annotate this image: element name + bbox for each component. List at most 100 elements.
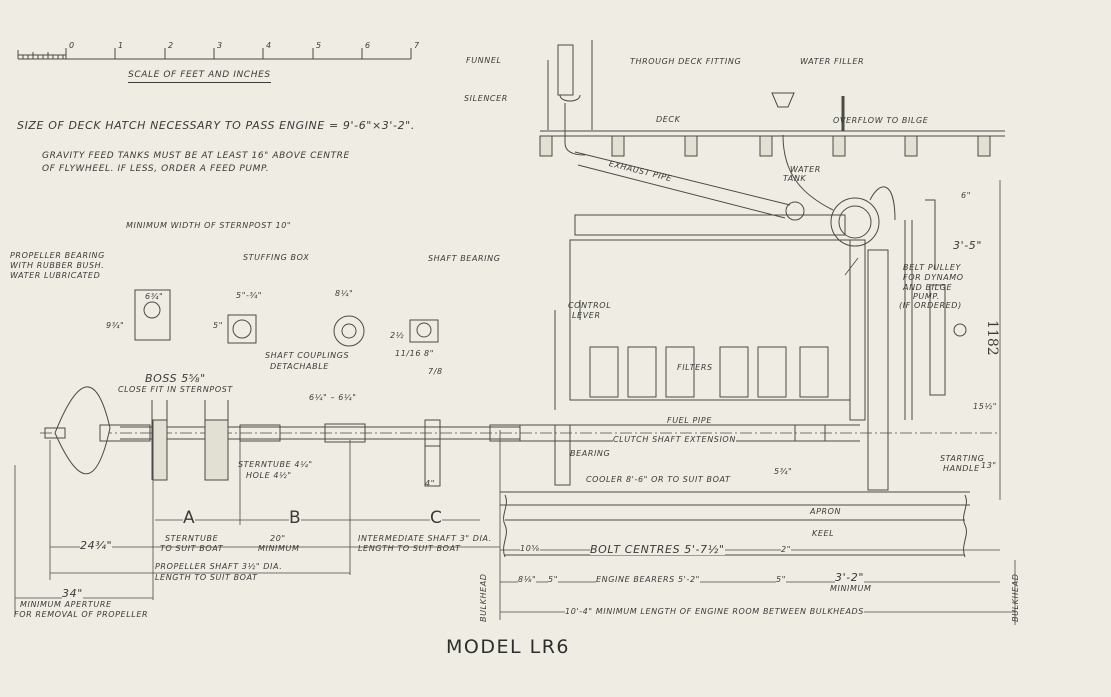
dim-3-2-minimum: MINIMUM [830, 584, 872, 593]
dim-13: 13" [981, 461, 997, 470]
sternpost-width-label: MINIMUM WIDTH OF STERNPOST 10" [126, 221, 292, 230]
dim-20-minimum: MINIMUM [258, 544, 300, 553]
clutch-shaft-label: CLUTCH SHAFT EXTENSION [613, 435, 736, 444]
dim-5-3-4-top: 5"-¾" [236, 291, 263, 300]
gravity-note-line2: OF FLYWHEEL. IF LESS, ORDER A FEED PUMP. [42, 164, 270, 174]
through-deck-label: THROUGH DECK FITTING [630, 57, 742, 66]
intermediate-shaft-label: INTERMEDIATE SHAFT 3" DIA. [358, 534, 492, 543]
bulkhead-left-label: BULKHEAD [479, 573, 488, 622]
filters-label: FILTERS [677, 363, 713, 372]
dim-5-a: 5" [548, 575, 558, 584]
dim-3-2: 3'-2" [835, 571, 865, 584]
belt-pulley-label: FOR DYNAMO [903, 273, 964, 282]
prop-bearing-label: WITH RUBBER BUSH. [10, 261, 105, 270]
scale-tick: 5 [316, 41, 322, 50]
belt-pulley-label: PUMP. [913, 292, 940, 301]
scale-tick: 2 [168, 41, 174, 50]
exhaust-pipe [574, 151, 805, 221]
dim-5-3-4: 5¾" [774, 467, 793, 476]
apron-label: APRON [810, 507, 842, 516]
scale-tick: 3 [217, 41, 223, 50]
dim-20: 20" [270, 534, 286, 543]
funnel-silencer [547, 40, 593, 156]
funnel-label: FUNNEL [466, 56, 502, 65]
aperture-label: MINIMUM APERTURE [20, 600, 112, 609]
section-b: B [289, 508, 302, 528]
aperture-label: FOR REMOVAL OF PROPELLER [14, 610, 149, 619]
dim-2: 2" [781, 545, 791, 554]
bearing-label: BEARING [570, 449, 611, 458]
scale-tick: 0 [69, 41, 75, 50]
engine-bearers-label: ENGINE BEARERS 5'-2" [596, 575, 700, 584]
intermediate-shaft-label: LENGTH TO SUIT BOAT [358, 544, 461, 553]
prop-shaft-label: PROPELLER SHAFT 3½" DIA. [155, 562, 283, 571]
dim-11-16: 11/16 [395, 349, 422, 358]
engine-room-length-label: 10'-4" MINIMUM LENGTH OF ENGINE ROOM BET… [565, 607, 864, 616]
section-c: C [430, 508, 443, 528]
engine-block [554, 199, 967, 491]
prop-bearing-label: WATER LUBRICATED [10, 271, 101, 280]
dim-8: 8" [424, 349, 434, 358]
dim-7-8: 7/8 [428, 367, 443, 376]
stuffing-box-label: STUFFING BOX [243, 253, 310, 262]
dim-6-1-4: 6¼" – 6¼" [309, 393, 357, 402]
belt-pulley-label: (IF ORDERED) [899, 301, 962, 310]
couplings-label: SHAFT COUPLINGS [265, 351, 350, 360]
sterntube-suit-label: STERNTUBE [165, 534, 219, 543]
dim-9-3-4: 9¾" [106, 321, 125, 330]
silencer-label: SILENCER [464, 94, 508, 103]
prop-shaft-label: LENGTH TO SUIT BOAT [155, 573, 258, 582]
dim-5: 5" [213, 321, 223, 330]
dim-3-5: 3'-5" [953, 239, 983, 252]
dim-4: 4" [425, 479, 435, 488]
fuel-pipe-label: FUEL PIPE [667, 416, 712, 425]
dim-8-1-8: 8⅛" [518, 575, 537, 584]
scale-tick: 1 [118, 41, 124, 50]
bulkhead-right-label: BULKHEAD [1011, 573, 1020, 622]
water-tank-label: TANK [783, 174, 807, 183]
prop-bearing-label: PROPELLER BEARING [10, 251, 105, 260]
shaft-bearing-label: SHAFT BEARING [428, 254, 501, 263]
starting-handle-label: HANDLE [943, 464, 980, 473]
dim-5-b: 5" [776, 575, 786, 584]
dim-10-5-8: 10⅝ [520, 544, 540, 553]
boss-label: BOSS 5⅝" [145, 372, 206, 385]
scale-label: SCALE OF FEET AND INCHES [128, 71, 271, 83]
deck [539, 96, 1005, 157]
couplings-label: DETACHABLE [270, 362, 329, 371]
deck-hatch-note: SIZE OF DECK HATCH NECESSARY TO PASS ENG… [17, 119, 415, 132]
dimension-lines [14, 180, 1016, 625]
belt-pulley-label: AND BILGE [903, 283, 953, 292]
scale-tick: 4 [266, 41, 272, 50]
dim-8-1-4: 8¼" [335, 289, 354, 298]
drawing-title: MODEL LR6 [446, 636, 570, 658]
water-tank-label: WATER [790, 165, 821, 174]
keel-label: KEEL [812, 529, 835, 538]
dim-34: 34" [62, 587, 83, 600]
fitting-details [134, 289, 439, 347]
scale-bar [17, 48, 412, 60]
close-fit-label: CLOSE FIT IN STERNPOST [118, 385, 233, 394]
page-number: 1182 [984, 320, 1000, 356]
overflow-label: OVERFLOW TO BILGE [833, 116, 929, 125]
sterntube-label: STERNTUBE 4¼" [238, 460, 313, 469]
dim-24-3-4: 24¾" [80, 539, 113, 552]
water-tank [771, 92, 896, 247]
sterntube-hole-label: HOLE 4½" [246, 471, 292, 480]
scale-tick: 6 [365, 41, 371, 50]
dim-6-3-4: 6¾" [145, 292, 164, 301]
dim-2-1-2: 2½ [390, 331, 405, 340]
dim-15-1-2: 15½" [973, 402, 998, 411]
sterntube-suit-label: TO SUIT BOAT [160, 544, 224, 553]
scale-tick: 7 [414, 41, 420, 50]
dim-6: 6" [961, 191, 971, 200]
gravity-note-line1: GRAVITY FEED TANKS MUST BE AT LEAST 16" … [42, 151, 350, 161]
control-lever-label: LEVER [572, 311, 601, 320]
control-lever-label: CONTROL [568, 301, 612, 310]
starting-handle-label: STARTING [940, 454, 985, 463]
deck-label: DECK [656, 115, 681, 124]
shaft-line [40, 386, 1000, 487]
water-filler-label: WATER FILLER [800, 57, 865, 66]
bolt-centres-label: BOLT CENTRES 5'-7½" [590, 543, 725, 556]
